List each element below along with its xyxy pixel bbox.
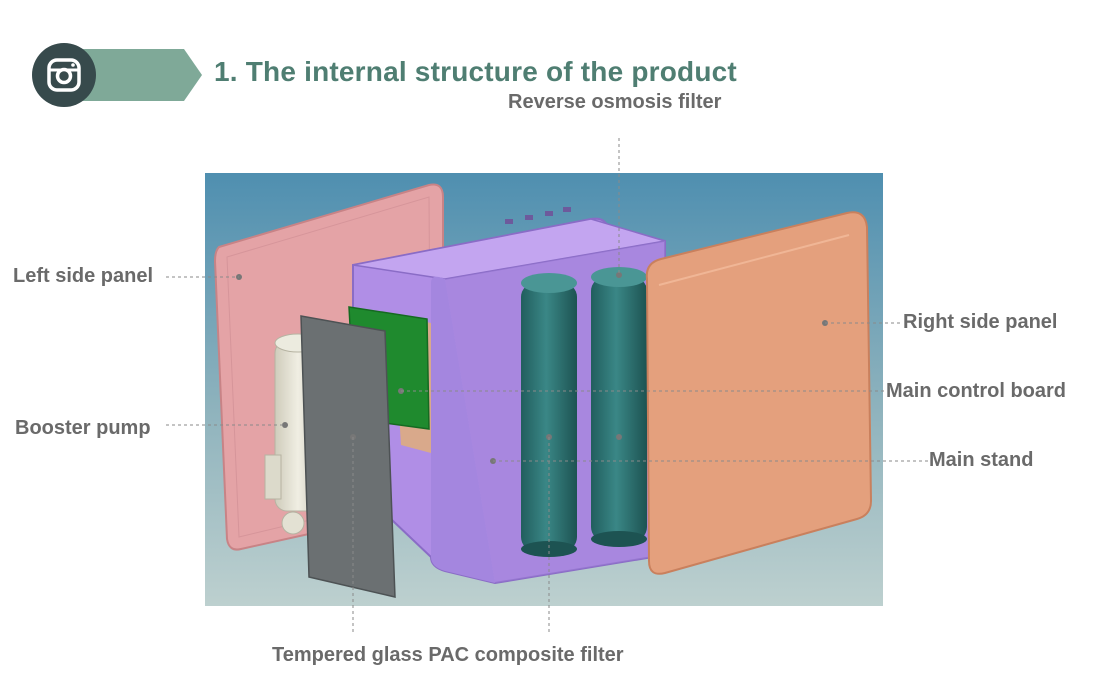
page-title: 1. The internal structure of the product [214, 56, 737, 87]
banner-arrow [62, 49, 202, 101]
right-side-panel [645, 211, 873, 575]
reverse-osmosis-filter-cartridge [591, 267, 647, 547]
icon-badge [32, 43, 96, 107]
label-main-stand: Main stand [929, 449, 1034, 471]
tempered-glass-pac-filter [300, 315, 396, 598]
section-header [32, 43, 202, 107]
instagram-camera-icon [47, 58, 81, 92]
label-main-control-board: Main control board [886, 380, 1066, 402]
label-booster-pump: Booster pump [15, 417, 151, 439]
label-tempered-glass-pac-filter: Tempered glass PAC composite filter [272, 644, 624, 666]
label-reverse-osmosis-filter: Reverse osmosis filter [508, 91, 722, 113]
product-exploded-view [205, 173, 883, 606]
label-left-side-panel: Left side panel [13, 265, 154, 287]
filter-cartridge-left [521, 273, 577, 557]
label-right-side-panel: Right side panel [903, 311, 1058, 333]
